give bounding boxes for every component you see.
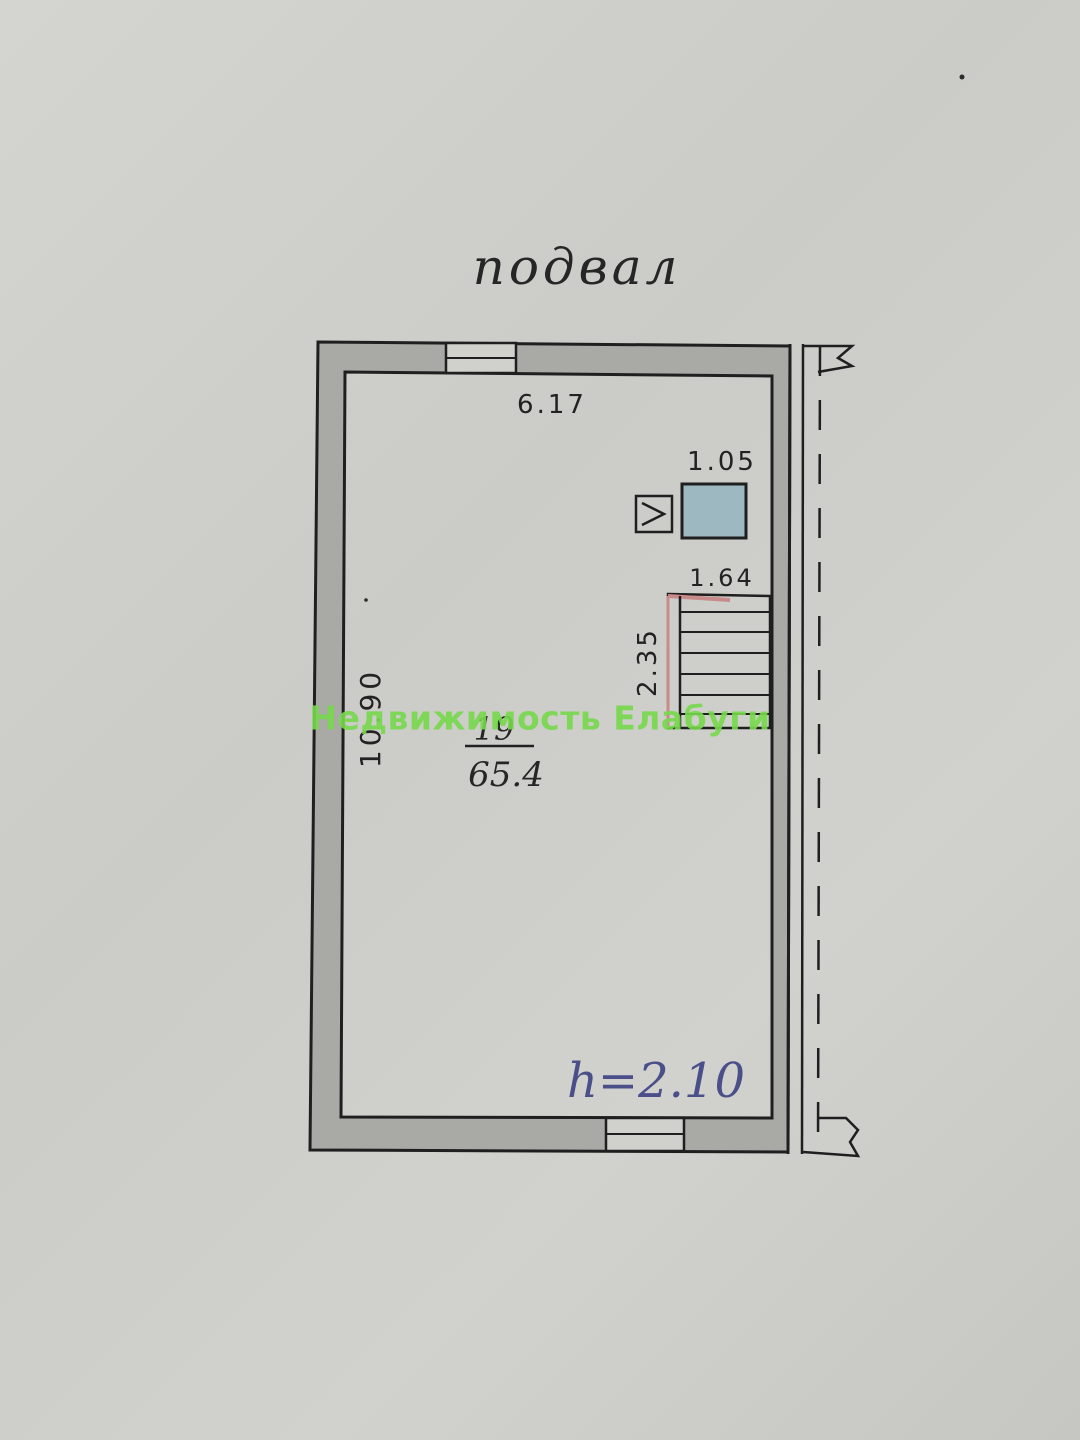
adjacent-wall (786, 343, 861, 1158)
bottom-window (604, 1116, 686, 1153)
dimension-stair-width: 1.64 (689, 564, 754, 592)
dimension-length: 10.90 (354, 668, 387, 768)
staircase (666, 592, 772, 730)
dimension-stair-length: 2.35 (633, 627, 663, 697)
pen-mark (959, 74, 965, 80)
top-window (444, 341, 518, 375)
pen-mark (364, 598, 368, 602)
ceiling-height: h=2.10 (567, 1053, 745, 1109)
dimension-width: 6.17 (517, 390, 587, 420)
watermark-text: Недвижимость Елабуги (309, 698, 771, 738)
room-area: 65.4 (468, 755, 544, 795)
boiler-unit (680, 482, 748, 540)
valve-symbol (634, 494, 674, 534)
dimension-square-side: 1.05 (687, 447, 757, 477)
plan-title: подвал (473, 238, 682, 296)
room-number: 19 (474, 710, 515, 748)
